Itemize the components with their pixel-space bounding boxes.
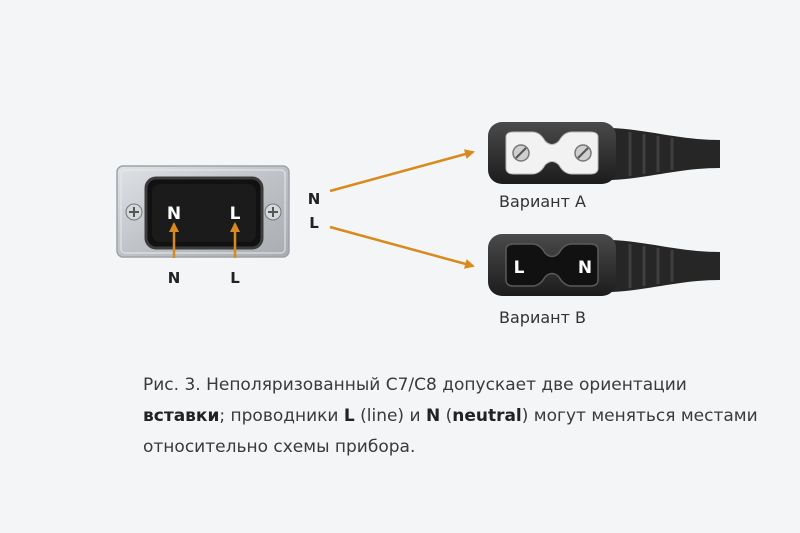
caption-text-5: ) могут меняться мес­тами относительно с… <box>143 406 758 457</box>
caption-bold-l: L <box>343 406 355 426</box>
plug-variant-b: L N <box>488 234 720 296</box>
socket-pin-n: N <box>167 204 181 224</box>
plug-a-contact-left-icon <box>512 144 530 162</box>
arrow-to-variant-a <box>329 149 475 193</box>
plug-b-pin-l: L <box>514 258 525 278</box>
plug-a-contact-right-icon <box>574 144 592 162</box>
figure-caption: Рис. 3. Неполяризованный C7/C8 допускает… <box>143 370 763 463</box>
plug-b-pin-n: N <box>578 258 592 278</box>
caption-bold-n: N <box>425 406 441 426</box>
plug-variant-a <box>488 122 720 184</box>
wire-label-n: N <box>308 190 321 208</box>
caption-text-3: (line) и <box>354 406 426 426</box>
arrow-to-variant-b <box>329 225 475 269</box>
caption-bold-insertion: вставки <box>143 406 220 426</box>
caption-bold-neutral: neutral <box>452 406 522 426</box>
label-under-n: N <box>168 269 181 287</box>
caption-text-4: ( <box>440 406 453 426</box>
caption-text-1: Рис. 3. Неполяризованный C7/C8 допускает… <box>143 375 687 395</box>
wire-label-l: L <box>309 214 319 232</box>
variant-b-label: Вариант B <box>499 308 586 327</box>
caption-text-2: ; проводники <box>219 406 344 426</box>
variant-a-label: Вариант A <box>499 192 586 211</box>
screw-icon-left <box>125 203 143 221</box>
screw-icon-right <box>264 203 282 221</box>
c8-socket: N L <box>116 165 290 258</box>
label-under-l: L <box>230 269 240 287</box>
socket-pin-l: L <box>230 204 241 224</box>
